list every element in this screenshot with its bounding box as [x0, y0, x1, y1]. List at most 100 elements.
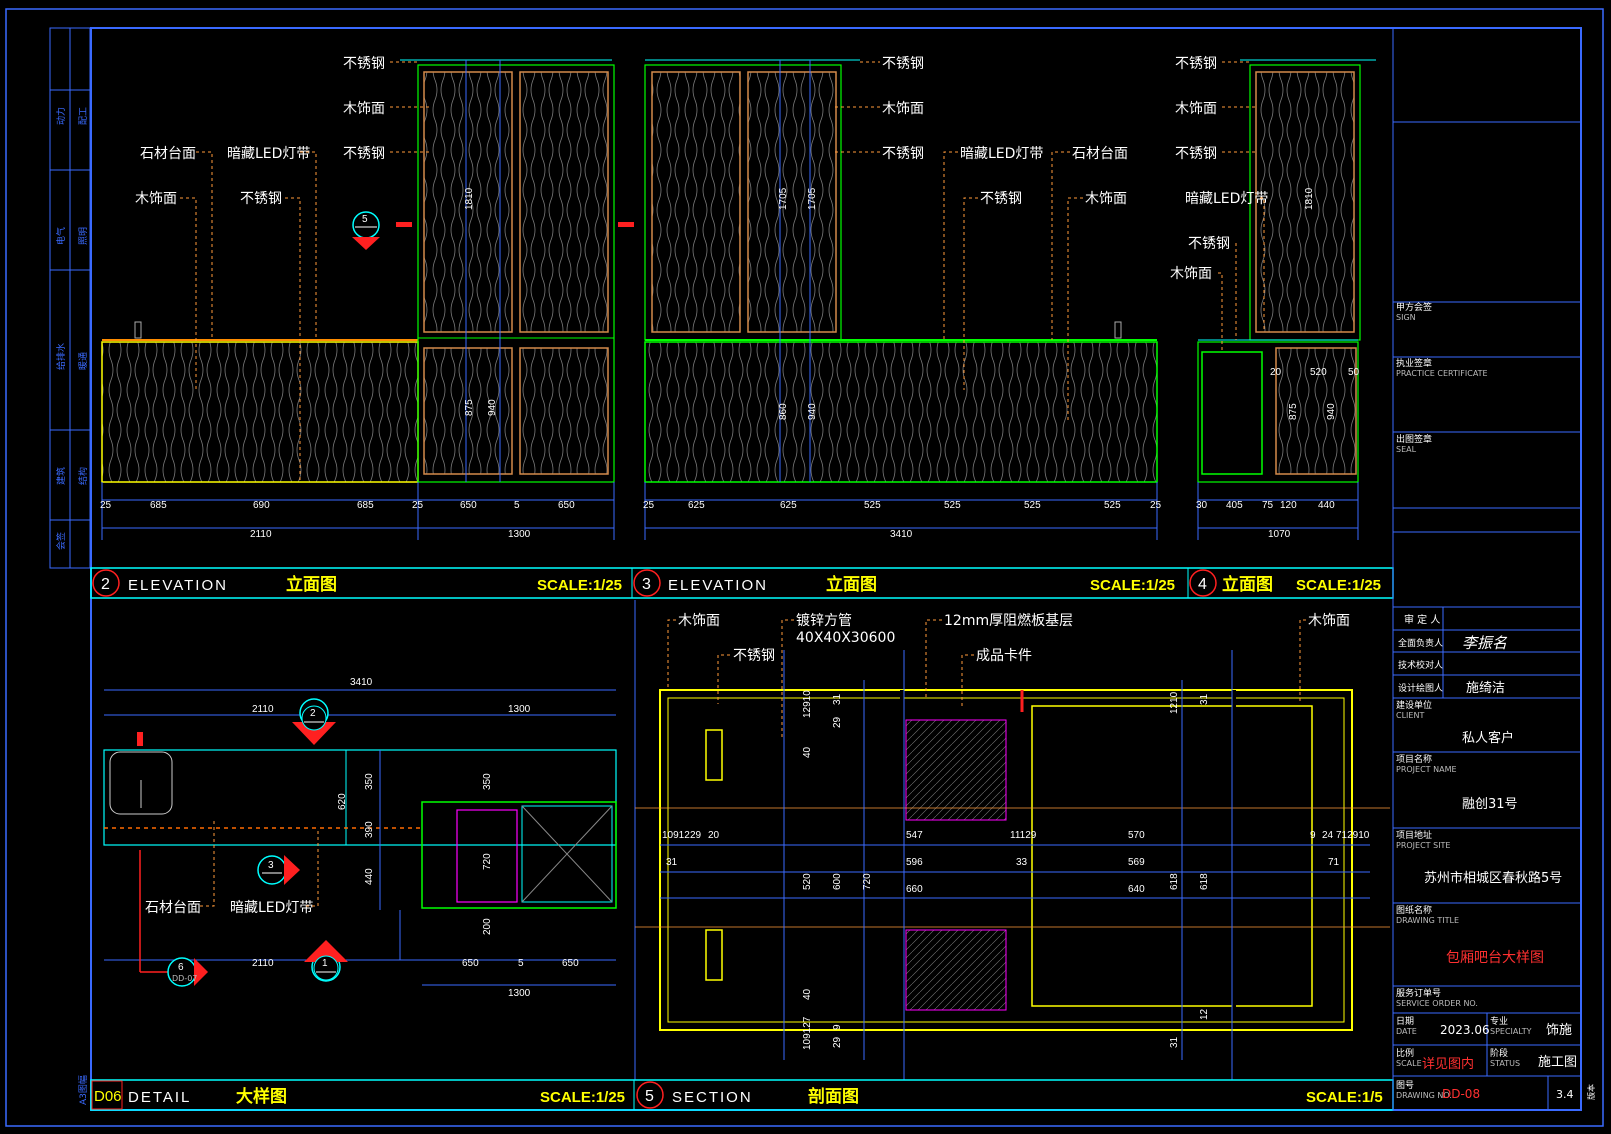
dim-text: 860 — [778, 403, 789, 420]
side-strip: 动力 配工 电气 照明 给排水 暖通 建筑 结构 会签 A3图幅 — [49, 27, 91, 1105]
dim-text: 3410 — [890, 529, 913, 540]
dim-text: 20 — [708, 830, 720, 841]
dim-text: 20 — [1270, 367, 1282, 378]
tb-label-en: DRAWING TITLE — [1396, 916, 1459, 925]
dim-text: 625 — [688, 500, 705, 511]
side-label: 动力 — [55, 107, 67, 125]
dim-text: 569 — [1128, 857, 1145, 868]
dim-text: 625 — [780, 500, 797, 511]
dim-text: 660 — [906, 884, 923, 895]
marker-number: 2 — [310, 708, 316, 719]
panel-number: 5 — [645, 1088, 654, 1105]
tb-label-en: SIGN — [1396, 313, 1416, 322]
dim-text: 570 — [1128, 830, 1145, 841]
dim-text: 25 — [100, 500, 112, 511]
dim-text: 40 — [802, 746, 813, 758]
tb-value: 2023.06 — [1440, 1023, 1490, 1037]
tb-value: 苏州市相城区春秋路5号 — [1424, 870, 1562, 886]
dim-text: 650 — [558, 500, 575, 511]
title-bar-bottom: D06 DETAIL 大样图 SCALE:1/25 5 SECTION 剖面图 … — [90, 1079, 1394, 1111]
dim-text: 525 — [864, 500, 881, 511]
dim-text: 9 — [1310, 830, 1316, 841]
panel-scale: SCALE:1/25 — [537, 577, 622, 594]
tb-label-en: SPECIALTY — [1490, 1027, 1532, 1036]
dim-text: 1810 — [464, 187, 475, 210]
dim-text: 29 — [832, 1036, 843, 1048]
elevation-2: 1810 875 940 25 685 690 685 25 650 5 650… — [100, 56, 634, 540]
side-label: 给排水 — [55, 343, 67, 370]
title-bar-top: 2 ELEVATION 立面图 SCALE:1/25 3 ELEVATION 立… — [90, 567, 1394, 599]
side-label: 电气 — [55, 227, 67, 245]
dim-text: 720 — [482, 853, 493, 870]
tb-drawing-no: DD-08 — [1442, 1087, 1480, 1101]
label-fire-board: 12mm厚阻燃板基层 — [944, 612, 1073, 629]
panel-title-cn: 立面图 — [1222, 574, 1273, 595]
dim-text: 12 — [1199, 1008, 1210, 1020]
section-marker: 5 — [352, 211, 634, 250]
dim-text: 440 — [1318, 500, 1335, 511]
side-label: 暖通 — [77, 352, 89, 370]
tb-label: 审 定 人 — [1404, 613, 1440, 626]
label-stainless: 不锈钢 — [1175, 56, 1217, 72]
dim-text: 940 — [1326, 403, 1337, 420]
side-label: 会签 — [55, 532, 67, 550]
label-stone-top: 石材台面 — [140, 146, 196, 162]
tb-label-en: PROJECT NAME — [1396, 765, 1457, 774]
label-wood: 木饰面 — [1308, 613, 1350, 629]
dim-text: 2110 — [252, 704, 274, 715]
dim-text: 30 — [1196, 500, 1208, 511]
dim-text: 12910 — [802, 690, 813, 718]
label-stainless: 不锈钢 — [240, 191, 282, 207]
dim-text: 618 — [1199, 873, 1210, 890]
dim-text: 3410 — [350, 677, 373, 688]
label-wood: 木饰面 — [1175, 101, 1217, 117]
panel-scale: SCALE:1/25 — [540, 1089, 625, 1106]
tall-cabinet — [417, 64, 615, 483]
label-stainless: 不锈钢 — [980, 191, 1022, 207]
tb-value: 融创31号 — [1462, 797, 1518, 812]
tb-version: 3.4 — [1556, 1088, 1574, 1101]
label-wood: 木饰面 — [678, 613, 720, 629]
dim-text: 40 — [802, 988, 813, 1000]
tb-value: 饰施 — [1546, 1023, 1572, 1038]
dim-text: 31 — [1169, 1036, 1180, 1048]
marker-3: 3 — [257, 855, 300, 885]
tb-label-en: SERVICE ORDER NO. — [1396, 999, 1478, 1008]
tb-label: 出图签章 — [1396, 433, 1432, 445]
dim-text: 712910 — [1336, 830, 1370, 841]
panel-number: 3 — [642, 576, 651, 593]
panel-title-cn: 大样图 — [236, 1086, 287, 1107]
panel-number: 2 — [101, 576, 110, 593]
label-wood: 木饰面 — [135, 191, 177, 207]
marker-number: 3 — [268, 860, 274, 871]
dim-text: 1210 — [1169, 691, 1180, 714]
panel-number: D06 — [94, 1088, 122, 1105]
tb-label: 日期 — [1396, 1016, 1414, 1027]
title-block-text: 甲方会签 SIGN 执业签章 PRACTICE CERTIFICATE 出图签章… — [1396, 301, 1596, 1101]
side-label: 照明 — [78, 227, 89, 245]
label-zinc-tube-size: 40X40X30600 — [796, 630, 895, 646]
section-5: 10912 29 20 547 11129 570 9 24 712910 31… — [634, 600, 1390, 1080]
dim-text: 120 — [1280, 500, 1297, 511]
dim-text: 5 — [518, 958, 524, 969]
dim-text: 25 — [643, 500, 655, 511]
tb-label-en: SCALE — [1396, 1059, 1422, 1068]
tb-label: 设计绘图人 — [1398, 682, 1443, 694]
label-stainless: 不锈钢 — [882, 146, 924, 162]
dim-text: 2110 — [252, 958, 274, 969]
dim-text: 25 — [412, 500, 424, 511]
dim-text: 940 — [487, 399, 498, 416]
dim-text: 75 — [1262, 500, 1274, 511]
dim-text: 596 — [906, 857, 923, 868]
panel-title-cn: 立面图 — [826, 574, 877, 595]
dim-text: 650 — [462, 958, 479, 969]
panel-title-en: DETAIL — [128, 1089, 191, 1106]
label-led: 暗藏LED灯带 — [960, 146, 1043, 162]
tb-value: 施工图 — [1538, 1055, 1577, 1070]
tb-label-en: PROJECT SITE — [1396, 841, 1451, 850]
dim-text: 71 — [1328, 857, 1340, 868]
tb-label-en: DRAWING NO. — [1396, 1091, 1452, 1100]
marker-number: 5 — [362, 214, 368, 225]
dim-text: 525 — [944, 500, 961, 511]
